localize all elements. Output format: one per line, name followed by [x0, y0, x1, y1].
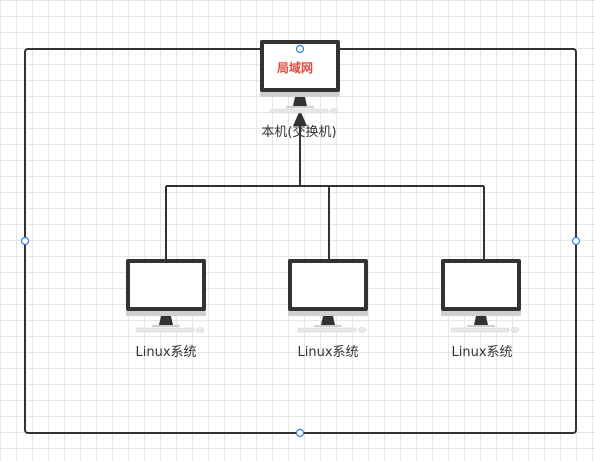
linux-node-label: Linux系统 [297, 345, 358, 360]
connectors [165, 110, 485, 262]
desktop-computer-icon [126, 259, 206, 333]
linux-node-label: Linux系统 [135, 345, 196, 360]
switch-node[interactable]: 局域网 本机(交换机) [260, 40, 340, 140]
switch-screen-text: 局域网 [277, 60, 313, 75]
linux-node-label: Linux系统 [451, 345, 512, 360]
desktop-computer-icon [441, 259, 521, 333]
linux-node-1[interactable]: Linux系统 [126, 259, 206, 360]
linux-node-2[interactable]: Linux系统 [288, 259, 368, 360]
linux-node-3[interactable]: Linux系统 [441, 259, 521, 360]
resize-handle-left[interactable] [20, 236, 30, 246]
desktop-computer-icon [288, 259, 368, 333]
resize-handle-top[interactable] [295, 44, 305, 54]
switch-node-label: 本机(交换机) [261, 124, 336, 140]
resize-handle-bottom[interactable] [295, 428, 305, 438]
arrowhead-icon [293, 110, 307, 126]
resize-handle-right[interactable] [571, 236, 581, 246]
